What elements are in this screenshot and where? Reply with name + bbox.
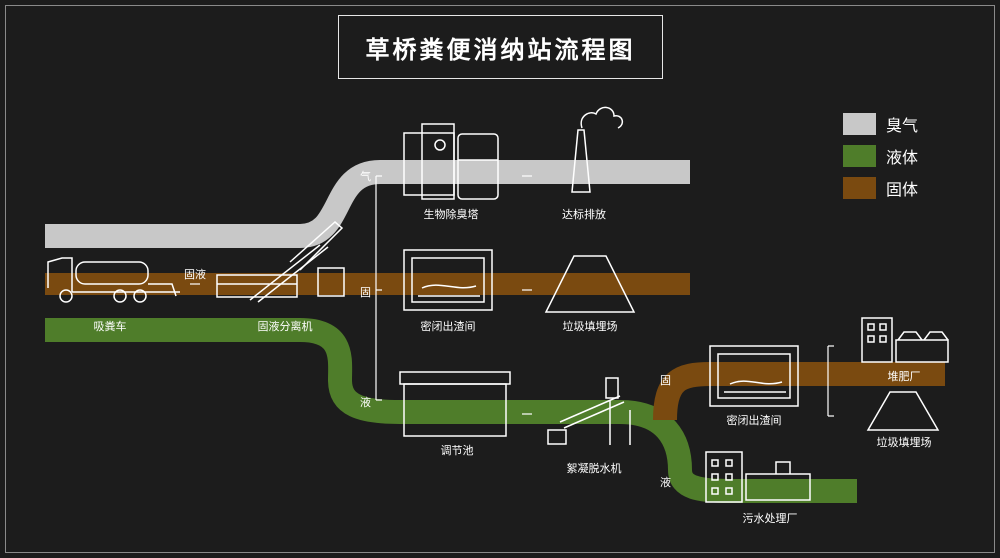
label-compost-plant: 堆肥厂 — [887, 370, 921, 383]
branch-label-gas: 气 — [360, 170, 371, 183]
legend-label: 臭气 — [886, 116, 919, 135]
label-suction-truck: 吸粪车 — [93, 320, 127, 333]
legend-item-liquid: 液体 — [843, 144, 918, 168]
legend-swatch — [843, 177, 876, 199]
label-sealed-room-2: 密闭出渣间 — [726, 414, 782, 427]
legend-swatch — [843, 113, 876, 135]
legend-item-solid: 固体 — [843, 176, 918, 200]
label-separator: 固液分离机 — [257, 320, 313, 333]
landfill-icon — [544, 255, 636, 313]
branch-label-solid: 固 — [360, 286, 371, 299]
compost-plant-icon — [861, 317, 949, 363]
sewage-plant-icon — [705, 451, 811, 503]
branch-bracket — [375, 175, 382, 401]
sealed-room-icon — [403, 249, 493, 311]
regulating-tank-icon — [399, 371, 511, 437]
branch-bracket-2 — [827, 345, 834, 417]
label-landfill-1: 垃圾填埋场 — [562, 320, 618, 333]
label-landfill-2: 垃圾填埋场 — [876, 436, 932, 449]
connector-dashes — [190, 175, 532, 415]
legend-label: 液体 — [886, 148, 919, 167]
suction-truck-icon — [47, 257, 180, 303]
legend-item-odor: 臭气 — [843, 112, 918, 136]
label-sewage-plant: 污水处理厂 — [742, 512, 798, 525]
landfill-2-icon — [866, 391, 940, 431]
branch-label-liquid-2: 液 — [660, 476, 671, 489]
deodorization-tower-icon — [403, 123, 499, 200]
liquid-pipe — [45, 318, 857, 503]
gas-pipe — [45, 160, 690, 248]
label-chimney: 达标排放 — [562, 208, 606, 221]
branch-label-solid-liquid: 固液 — [184, 268, 206, 281]
dewatering-machine-icon — [547, 377, 631, 445]
separator-icon — [216, 221, 345, 303]
diagram-frame — [5, 5, 995, 553]
chimney-icon — [571, 106, 624, 193]
branch-label-liquid: 液 — [360, 396, 371, 409]
label-sealed-room-1: 密闭出渣间 — [420, 320, 476, 333]
legend-swatch — [843, 145, 876, 167]
legend-label: 固体 — [886, 180, 919, 199]
solid-pipe-2 — [653, 362, 945, 421]
branch-label-solid-2: 固 — [660, 374, 671, 387]
label-dewatering-machine: 絮凝脱水机 — [566, 462, 622, 475]
label-regulating-tank: 调节池 — [440, 444, 474, 457]
diagram-title: 草桥粪便消纳站流程图 — [338, 15, 663, 79]
sealed-room-2-icon — [709, 345, 799, 407]
label-deodorization-tower: 生物除臭塔 — [423, 208, 479, 221]
